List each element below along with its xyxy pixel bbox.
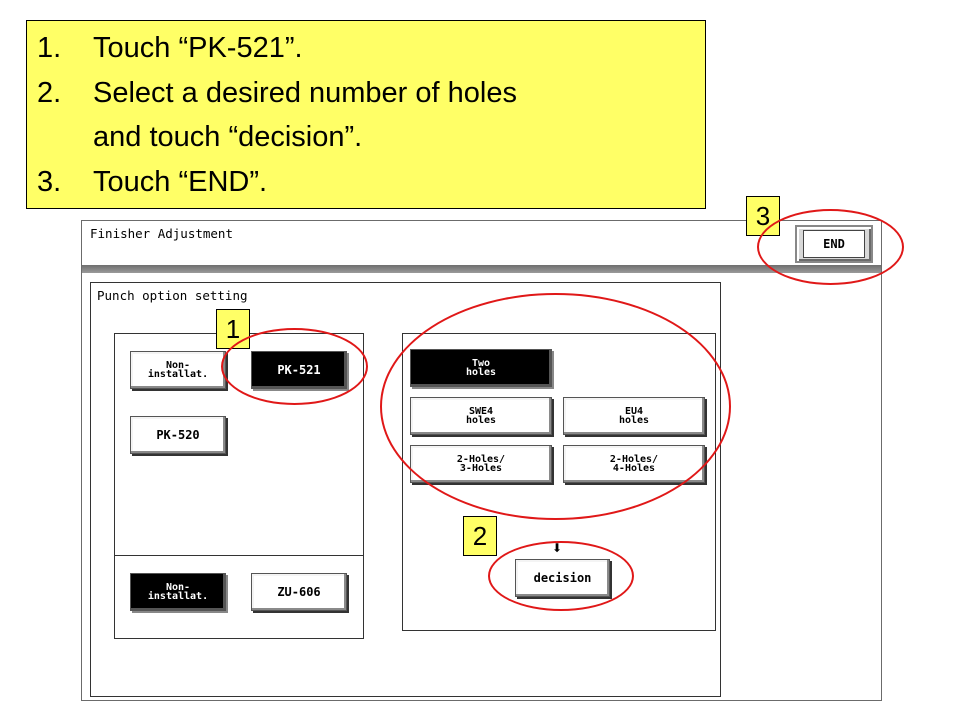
panel-title: Punch option setting: [97, 288, 248, 303]
step-text: Select a desired number of holes: [93, 77, 517, 109]
callout-3: 3: [746, 196, 780, 236]
step-text: Touch “END”.: [93, 166, 268, 198]
decision-button[interactable]: decision: [515, 559, 610, 597]
two-four-holes-button[interactable]: 2-Holes/ 4-Holes: [563, 445, 705, 483]
instruction-step-2: 2. Select a desired number of holes: [37, 79, 517, 108]
pk-520-button[interactable]: PK-520: [130, 416, 226, 454]
two-holes-button[interactable]: Two holes: [410, 349, 552, 387]
holes-selection-group: Two holes SWE4 holes EU4 holes 2-Holes/ …: [402, 333, 716, 631]
eu4-holes-button[interactable]: EU4 holes: [563, 397, 705, 435]
button-label: Non- installat.: [147, 582, 209, 602]
instruction-step-1: 1. Touch “PK-521”.: [37, 34, 303, 63]
title-separator: [82, 265, 881, 273]
button-label: PK-521: [277, 363, 321, 377]
button-label: ZU-606: [277, 585, 321, 599]
step-number: 2.: [37, 77, 62, 109]
instruction-box: 1. Touch “PK-521”. 2. Select a desired num…: [26, 20, 706, 209]
end-button-label: END: [803, 230, 865, 258]
button-label: Non- installat.: [147, 360, 209, 380]
callout-2: 2: [463, 516, 497, 556]
zu-non-installation-button[interactable]: Non- installat.: [130, 573, 226, 611]
two-three-holes-button[interactable]: 2-Holes/ 3-Holes: [410, 445, 552, 483]
instruction-step-3: 3. Touch “END”.: [37, 168, 267, 197]
arrow-down-icon: ⬇: [552, 541, 563, 555]
callout-1: 1: [216, 309, 250, 349]
group-divider: [115, 555, 363, 556]
instruction-step-2-continued: and touch “decision”.: [93, 121, 363, 153]
non-installation-button[interactable]: Non- installat.: [130, 351, 226, 389]
swe4-holes-button[interactable]: SWE4 holes: [410, 397, 552, 435]
button-label: PK-520: [156, 428, 200, 442]
button-label: Two holes: [465, 358, 497, 378]
zu-606-button[interactable]: ZU-606: [251, 573, 347, 611]
title-bar: Finisher Adjustment END: [82, 221, 881, 265]
punch-unit-group: Non- installat. PK-521 PK-520 Non- insta…: [114, 333, 364, 639]
button-label: EU4 holes: [618, 406, 650, 426]
button-label: decision: [533, 571, 592, 585]
screen-title: Finisher Adjustment: [90, 226, 233, 241]
punch-option-panel: Punch option setting Non- installat. PK-…: [90, 282, 721, 697]
step-number: 1.: [37, 32, 62, 64]
step-text: Touch “PK-521”.: [93, 32, 303, 64]
button-label: SWE4 holes: [465, 406, 497, 426]
end-button[interactable]: END: [795, 225, 873, 263]
step-number: 3.: [37, 166, 62, 198]
button-label: 2-Holes/ 4-Holes: [609, 454, 659, 474]
button-label: 2-Holes/ 3-Holes: [456, 454, 506, 474]
finisher-adjustment-screen: Finisher Adjustment END Punch option set…: [81, 220, 882, 701]
pk-521-button[interactable]: PK-521: [251, 351, 347, 389]
